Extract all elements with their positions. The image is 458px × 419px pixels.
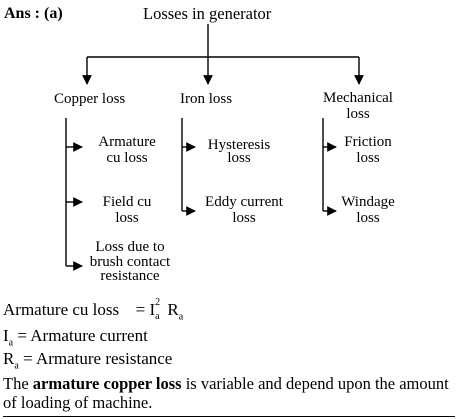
answer-label: Ans : (a) [4,5,63,22]
mechanical-loss-line-2: loss [346,106,370,122]
friction-loss-line-1: Friction [344,134,392,150]
bottom-divider [3,416,455,417]
brush-contact-loss-node: Loss due to brush contact resistance [80,240,180,284]
eddy-current-loss-line-2: loss [232,210,256,226]
field-cu-loss-line-1: Field cu [102,194,152,210]
root-node: Losses in generator [143,4,272,23]
explanation-paragraph: The armature copper loss is variable and… [3,374,458,412]
brush-contact-loss-line-3: resistance [100,268,160,284]
windage-loss-line-2: loss [356,210,380,226]
armature-cu-loss-line-1: Armature [98,134,156,150]
friction-loss-node: Friction loss [332,134,404,166]
definition-resistance: Ra = Armature resistance [3,349,173,372]
formula-equals: = [135,300,146,319]
eddy-current-loss-node: Eddy current loss [196,194,292,226]
paragraph-bold-term: armature copper loss [32,374,182,393]
definition-resistance-text: = Armature resistance [18,349,173,368]
formula-lhs: Armature cu loss [3,300,120,319]
armature-cu-loss-node: Armature cu loss [84,134,170,166]
definition-current-symbol: I [3,326,9,345]
formula-resistance-symbol: R [167,300,179,319]
definition-current: Ia = Armature current [3,326,148,349]
formula-current-exponent: 2 [155,297,161,308]
brush-contact-loss-line-2: brush contact [89,253,171,270]
paragraph-text-before: The [3,374,33,393]
formula-current-subscript: a [155,311,160,322]
definition-resistance-symbol: R [3,349,15,368]
definition-current-subscript: a [8,337,14,349]
mechanical-loss-node: Mechanical loss [310,90,406,122]
hysteresis-loss-node: Hysteresis loss [198,137,280,166]
paragraph-text-after: is variable and depend upon the amount o… [3,374,449,412]
windage-loss-node: Windage loss [332,194,404,226]
windage-loss-line-1: Windage [341,194,395,210]
hysteresis-loss-line-2: loss [227,150,251,166]
brush-contact-loss-line-1: Loss due to [95,239,165,255]
armature-cu-loss-line-2: cu loss [106,150,148,166]
definition-resistance-subscript: a [14,360,19,372]
field-cu-loss-line-2: loss [115,210,139,226]
hysteresis-loss-line-1: Hysteresis [207,137,271,153]
friction-loss-line-2: loss [356,150,380,166]
iron-loss-node: Iron loss [180,91,233,107]
eddy-current-loss-line-1: Eddy current [205,194,283,210]
formula-current-symbol: I [149,300,156,319]
formula-resistance-subscript: a [178,311,184,323]
definition-current-text: = Armature current [13,326,148,345]
copper-loss-node: Copper loss [54,91,126,107]
mechanical-loss-line-1: Mechanical [323,90,393,106]
field-cu-loss-node: Field cu loss [84,194,170,226]
